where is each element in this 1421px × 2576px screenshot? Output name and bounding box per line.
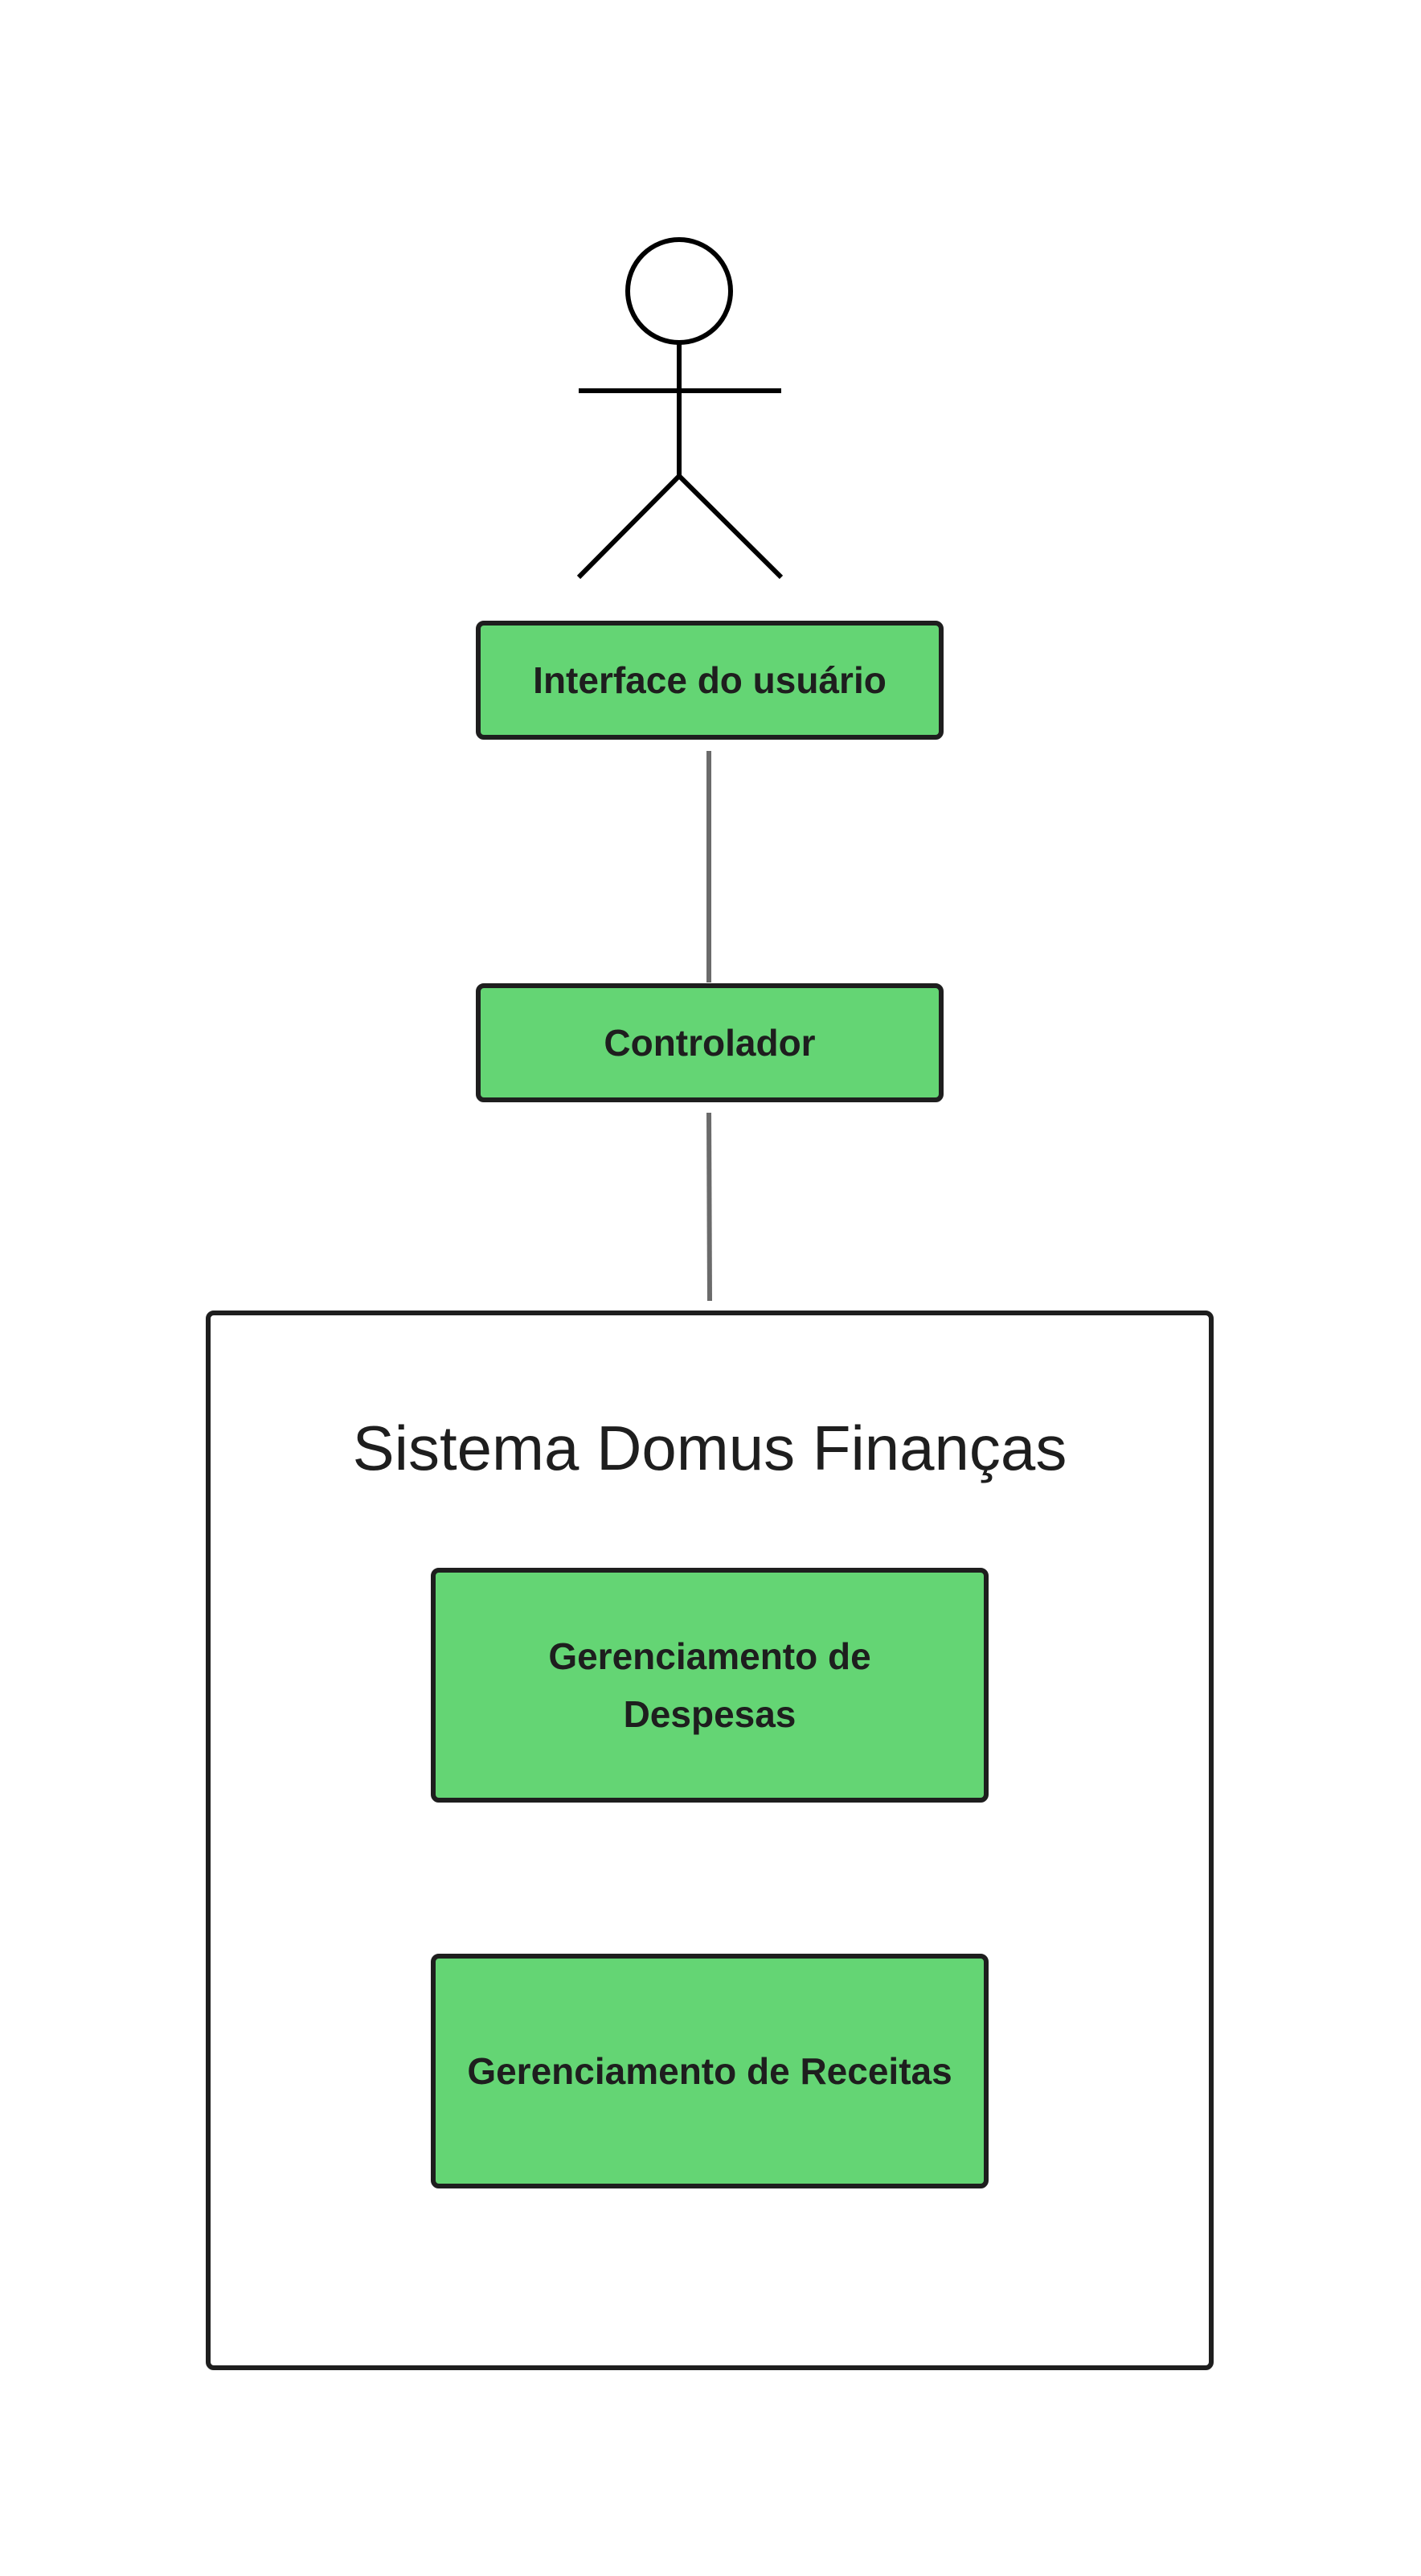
system-title: Sistema Domus Finanças bbox=[352, 1413, 1067, 1483]
actor-right-leg bbox=[677, 474, 784, 580]
controller-box: Controlador bbox=[476, 983, 944, 1102]
ui-box: Interface do usuário bbox=[476, 621, 944, 740]
stick-figure-actor-icon bbox=[576, 237, 784, 580]
controller-box-label: Controlador bbox=[604, 1022, 816, 1064]
expenses-box: Gerenciamento de Despesas bbox=[431, 1568, 989, 1803]
expenses-box-label: Gerenciamento de Despesas bbox=[548, 1635, 871, 1735]
ui-box-label: Interface do usuário bbox=[533, 659, 887, 701]
system-boundary: Sistema Domus Finanças bbox=[206, 1311, 1214, 2370]
revenues-box-label: Gerenciamento de Receitas bbox=[467, 2050, 952, 2092]
edge-controller-system bbox=[706, 1112, 712, 1302]
actor-left-leg bbox=[576, 474, 682, 580]
revenues-box: Gerenciamento de Receitas bbox=[431, 1954, 989, 2188]
actor-head bbox=[625, 237, 733, 345]
